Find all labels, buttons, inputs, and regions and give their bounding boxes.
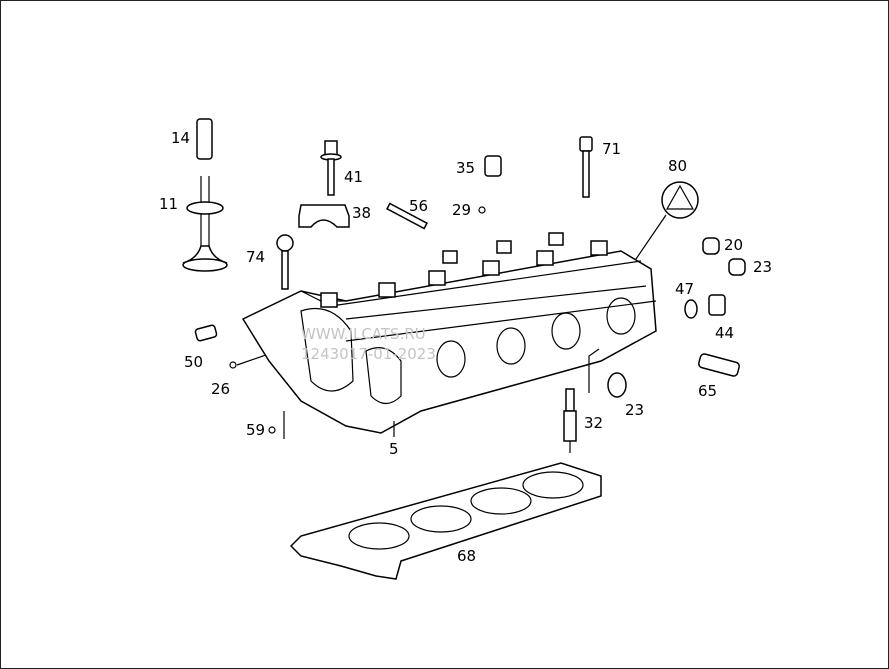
callout-59[interactable]: 59 xyxy=(246,421,265,439)
callout-71[interactable]: 71 xyxy=(602,140,621,158)
callout-65[interactable]: 65 xyxy=(698,382,717,400)
callout-32[interactable]: 32 xyxy=(584,414,603,432)
part-stud[interactable] xyxy=(386,202,428,230)
callout-35[interactable]: 35 xyxy=(456,159,475,177)
part-sleeve[interactable] xyxy=(484,155,502,177)
callout-56[interactable]: 56 xyxy=(409,197,428,215)
callout-23[interactable]: 23 xyxy=(753,258,772,276)
callout-20[interactable]: 20 xyxy=(724,236,743,254)
callout-68[interactable]: 68 xyxy=(457,547,476,565)
watermark-line2: 1243017-01-2023 xyxy=(301,345,436,363)
callout-11[interactable]: 11 xyxy=(159,195,178,213)
part-valve-guide[interactable] xyxy=(196,118,213,160)
callout-80[interactable]: 80 xyxy=(668,157,687,175)
callout-23b[interactable]: 23 xyxy=(625,401,644,419)
callout-38[interactable]: 38 xyxy=(352,204,371,222)
part-bolt-41[interactable] xyxy=(320,140,342,196)
part-cylinder-head[interactable] xyxy=(241,232,657,434)
part-bolt-71[interactable] xyxy=(579,136,593,198)
watermark-line1: WWW.ILCATS.RU xyxy=(301,325,426,343)
callout-47[interactable]: 47 xyxy=(675,280,694,298)
part-head-gasket[interactable] xyxy=(289,462,602,580)
part-plug-44[interactable] xyxy=(708,294,726,316)
part-pin-65[interactable] xyxy=(698,353,740,377)
part-valve[interactable] xyxy=(182,176,228,272)
callout-44[interactable]: 44 xyxy=(715,324,734,342)
part-plug-20[interactable] xyxy=(702,237,720,255)
callout-14[interactable]: 14 xyxy=(171,129,190,147)
part-plug-23b[interactable] xyxy=(607,372,627,398)
part-ring-26[interactable] xyxy=(229,361,237,369)
part-ring-29[interactable] xyxy=(478,206,486,214)
callout-50[interactable]: 50 xyxy=(184,353,203,371)
part-glow-plug[interactable] xyxy=(563,388,577,453)
part-plate-80[interactable] xyxy=(635,181,699,260)
part-ring-59[interactable] xyxy=(268,426,276,434)
callout-74[interactable]: 74 xyxy=(246,248,265,266)
callout-41[interactable]: 41 xyxy=(344,168,363,186)
part-bolt-74[interactable] xyxy=(276,234,294,290)
callout-5[interactable]: 5 xyxy=(389,440,399,458)
callout-26[interactable]: 26 xyxy=(211,380,230,398)
part-camshaft-bearing-cap[interactable] xyxy=(298,204,350,228)
part-seal-47[interactable] xyxy=(684,299,698,319)
part-dowel-50[interactable] xyxy=(194,324,218,342)
part-plug-23[interactable] xyxy=(728,258,746,276)
callout-29[interactable]: 29 xyxy=(452,201,471,219)
